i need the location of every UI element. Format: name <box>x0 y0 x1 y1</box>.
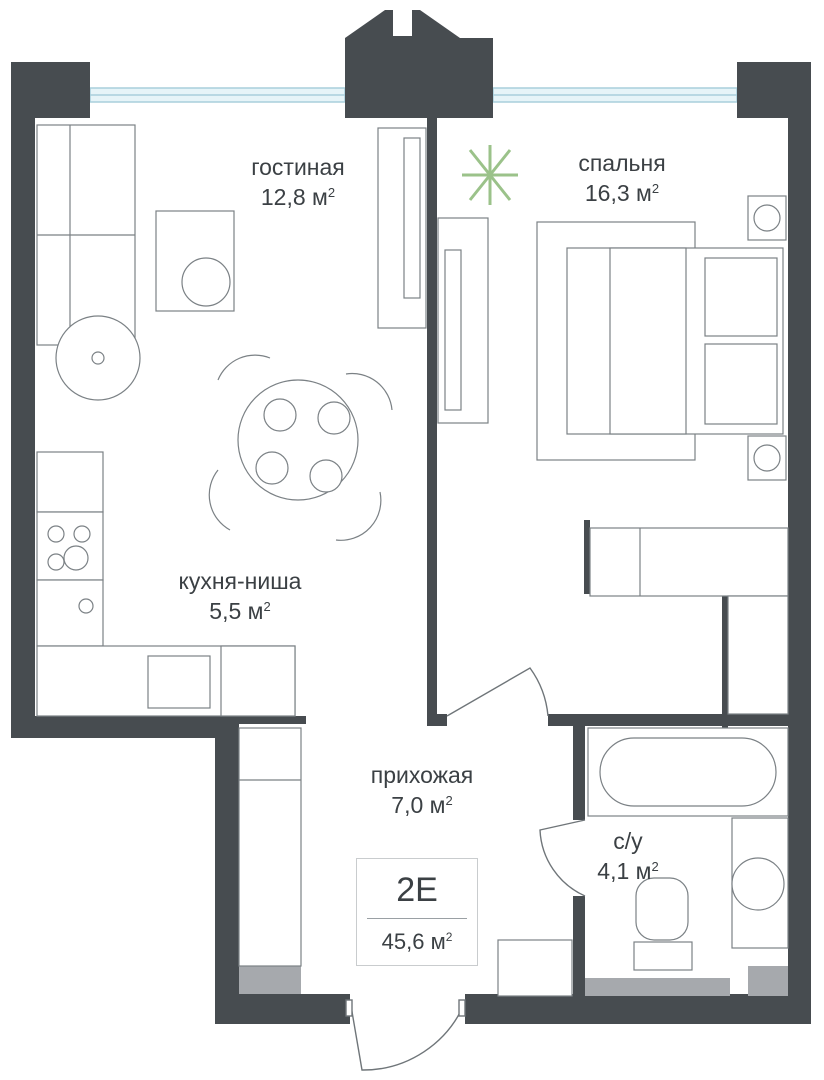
room-name: гостиная <box>251 154 345 180</box>
room-label-bath: с/у 4,1 м2 <box>578 826 678 886</box>
badge-divider <box>367 918 467 919</box>
unit-symbol: м <box>635 858 652 884</box>
total-area-value: 45,6 <box>381 929 425 954</box>
unit-symbol: м <box>247 598 264 624</box>
furniture <box>36 124 789 997</box>
room-name: с/у <box>613 828 643 854</box>
room-area: 12,8 <box>260 184 306 210</box>
room-label-bedroom: спальня 16,3 м2 <box>542 148 702 208</box>
room-label-kitchen: кухня-ниша 5,5 м2 <box>150 566 330 626</box>
room-name: прихожая <box>370 762 474 788</box>
room-label-hall: прихожая 7,0 м2 <box>342 760 502 820</box>
apartment-badge: 2Е 45,6 м2 <box>356 858 478 966</box>
room-name: спальня <box>578 150 666 176</box>
unit-power: 2 <box>651 181 660 196</box>
apartment-code: 2Е <box>396 871 438 909</box>
room-area: 7,0 <box>391 792 424 818</box>
unit-symbol: м <box>430 929 446 954</box>
window-right <box>492 87 738 103</box>
plant-icon <box>462 145 518 205</box>
room-area: 16,3 <box>584 180 630 206</box>
unit-power: 2 <box>651 859 659 874</box>
unit-power: 2 <box>327 185 336 200</box>
room-area: 5,5 <box>209 598 242 624</box>
unit-power: 2 <box>263 599 271 614</box>
room-label-living: гостиная 12,8 м2 <box>218 152 378 212</box>
room-name: кухня-ниша <box>178 568 302 594</box>
unit-power: 2 <box>445 930 453 944</box>
unit-power: 2 <box>445 793 453 808</box>
apartment-total-area: 45,6 м2 <box>357 929 477 955</box>
doors <box>345 667 586 1071</box>
exterior-walls <box>11 10 811 1024</box>
unit-symbol: м <box>636 180 652 206</box>
floor-pads <box>239 966 788 996</box>
window-left <box>89 87 346 103</box>
unit-symbol: м <box>312 184 328 210</box>
room-area: 4,1 <box>597 858 630 884</box>
unit-symbol: м <box>429 792 446 818</box>
